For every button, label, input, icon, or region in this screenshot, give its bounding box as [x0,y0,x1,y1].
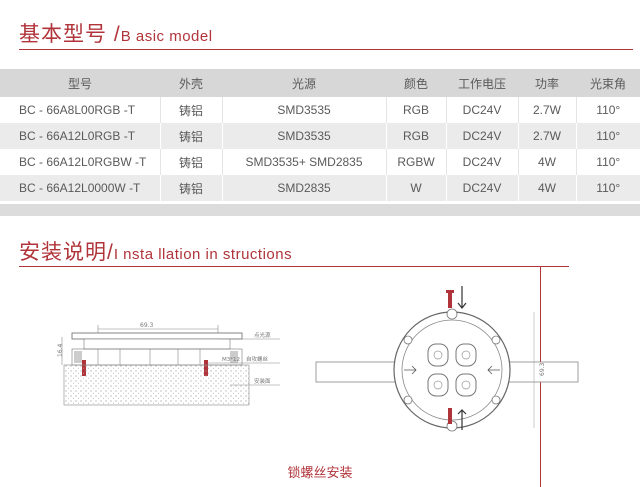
fixture-lens-ring [83,338,231,350]
basic-title-cn: 基本型号 [19,23,107,46]
side-view-drawing: 69.3 16.4 点光源 M3*12 自攻螺丝 安装面 [57,322,280,406]
cell-voltage: DC24V [445,149,518,175]
table-row: BC - 66A8L00RGB -T 铸铝 SMD3535 RGB DC24V … [0,97,640,123]
cell-beam-angle: 110° [575,175,640,201]
cell-voltage: DC24V [445,123,518,149]
cell-color: RGBW [385,149,446,175]
cell-color: W [385,175,446,201]
hole-top [446,308,458,320]
install-title-en: I nsta llation in structions [113,246,293,263]
arrow-left-icon [404,365,417,375]
fixture-inner-ring [401,319,503,421]
fixture-body-lines [97,349,201,365]
install-title: 安装说明/I nsta llation in structions [19,236,292,266]
arrow-up-icon [457,409,467,430]
arrow-right-icon [487,365,500,375]
label-light-source: 点光源 [254,331,271,339]
install-caption: 锁螺丝安装 [287,465,353,480]
cell-light-source: SMD3535 [221,97,386,123]
cell-housing: 铸铝 [159,175,222,201]
cell-color: RGB [385,97,446,123]
cell-light-source: SMD3535+ SMD2835 [221,149,386,175]
hole-lower-left [403,395,413,405]
section-divider-band [0,204,640,216]
lens-2 [455,343,477,367]
cell-power: 2.7W [517,123,576,149]
label-mounting-surface: 安装面 [254,377,271,385]
hole-lower-right [491,395,501,405]
table-row: BC - 66A12L0RGBW -T 铸铝 SMD3535+ SMD2835 … [0,149,640,175]
table-header-row: 型号 外壳 光源 颜色 工作电压 功率 光束角 [0,69,640,97]
screw-bottom-icon [448,408,452,424]
cell-beam-angle: 110° [575,149,640,175]
hole-upper-right [491,335,501,345]
header-power: 功率 [518,69,576,97]
cell-power: 4W [517,175,576,201]
header-color: 颜色 [386,69,446,97]
cell-model: BC - 66A8L00RGB -T [0,97,160,123]
header-voltage: 工作电压 [446,69,518,97]
cell-beam-angle: 110° [575,123,640,149]
basic-title-en: B asic model [120,28,213,45]
basic-title-rule [19,49,633,50]
header-beam-angle: 光束角 [576,69,640,97]
cable-left [315,361,407,383]
mounting-surface [63,364,250,406]
cell-power: 4W [517,149,576,175]
fixture-base [71,348,243,366]
front-dim-label: 69.3 [539,362,546,376]
cell-model: BC - 66A12L0RGBW -T [0,149,160,175]
basic-title-slash: / [113,23,121,46]
header-model: 型号 [0,69,160,97]
lens-3 [427,373,449,397]
cell-housing: 铸铝 [159,149,222,175]
arrow-down-icon [457,286,467,309]
cell-beam-angle: 110° [575,97,640,123]
cell-light-source: SMD2835 [221,175,386,201]
cell-housing: 铸铝 [159,97,222,123]
screw-top-icon [448,290,452,308]
lens-1 [427,343,449,367]
fixture-top-plate [71,332,243,340]
label-screw: 自攻螺丝 [246,355,269,363]
cell-light-source: SMD3535 [221,123,386,149]
hole-upper-left [403,335,413,345]
cell-power: 2.7W [517,97,576,123]
label-screw-size: M3*12 [222,357,240,363]
height-dim-label: 16.4 [57,343,64,357]
fixture-clip-left [74,351,82,363]
basic-model-title: 基本型号 /B asic model [19,18,213,48]
install-title-cn: 安装说明 [19,241,107,264]
cell-model: BC - 66A12L0RGB -T [0,123,160,149]
spec-table: 型号 外壳 光源 颜色 工作电压 功率 光束角 BC - 66A8L00RGB … [0,69,640,201]
table-row: BC - 66A12L0RGB -T 铸铝 SMD3535 RGB DC24V … [0,123,640,149]
lens-4 [455,373,477,397]
cell-color: RGB [385,123,446,149]
front-view-drawing: 69.3 [315,286,579,432]
header-housing: 外壳 [160,69,222,97]
header-light-source: 光源 [222,69,386,97]
install-title-slash: / [107,241,114,264]
cell-voltage: DC24V [445,175,518,201]
install-title-rule [19,266,569,267]
cell-model: BC - 66A12L0000W -T [0,175,160,201]
cell-voltage: DC24V [445,97,518,123]
width-dim-label: 69.3 [140,322,154,329]
cell-housing: 铸铝 [159,123,222,149]
fixture-clip-right [230,351,238,363]
table-row: BC - 66A12L0000W -T 铸铝 SMD2835 W DC24V 4… [0,175,640,201]
